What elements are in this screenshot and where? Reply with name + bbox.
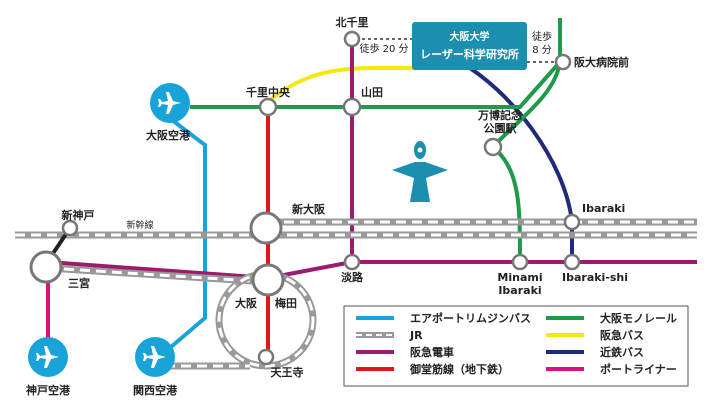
station-banpaku[interactable]	[483, 137, 503, 157]
legend-item: ポートライナー	[546, 362, 677, 376]
label-tennoji: 天王寺	[271, 365, 304, 379]
label-shinkobe: 新神戸	[62, 208, 95, 222]
legend-item: JR	[356, 329, 423, 342]
label-osaka: 大阪	[235, 296, 258, 310]
legend-label: 阪急バス	[600, 328, 644, 342]
station-tennoji[interactable]	[257, 348, 275, 366]
route-hankyu-kyoto	[267, 260, 697, 280]
station-handaibyouinmae[interactable]	[554, 53, 572, 71]
label-airport-itami: 大阪空港	[146, 128, 191, 142]
label-sannomiya: 三宮	[68, 276, 90, 290]
airport-kobe[interactable]	[28, 337, 68, 377]
legend-label: ポートライナー	[600, 362, 677, 376]
tower-of-the-sun-icon	[392, 141, 448, 202]
airplane-icon	[36, 346, 59, 368]
label-senrichuo: 千里中央	[246, 85, 291, 99]
label-handaibyouinmae: 阪大病院前	[574, 55, 629, 69]
legend-item: 大阪モノレール	[546, 311, 677, 325]
destination-callout[interactable]: 大阪大学 レーザー科学研究所	[412, 22, 527, 70]
route-osaka-monorail-curve	[491, 61, 562, 149]
station-osaka-umeda[interactable]	[251, 263, 285, 297]
route-hankyu-kobe	[47, 260, 269, 280]
route-kintetsu-bus	[459, 60, 574, 262]
legend-item: 阪急電車	[356, 345, 454, 359]
label-banpaku-1: 万博記念	[477, 108, 523, 122]
airplane-icon	[143, 346, 166, 368]
route-jr-kobe	[47, 264, 269, 286]
walk-label-kitasenri: 徒歩 20 分	[359, 42, 408, 55]
label-umeda: 梅田	[275, 296, 297, 310]
legend-item: エアポートリムジンバス	[356, 311, 531, 325]
label-airport-kobe: 神戸空港	[26, 383, 71, 397]
callout-line1: 大阪大学	[450, 30, 490, 43]
station-ibaraki[interactable]	[563, 213, 581, 231]
route-hankyu-bus	[266, 66, 420, 104]
airplane-icon	[158, 92, 181, 114]
legend-label: JR	[409, 329, 423, 342]
legend-label: 近鉄バス	[600, 345, 644, 359]
station-kitasenri[interactable]	[343, 30, 361, 48]
station-yamada[interactable]	[342, 97, 362, 117]
callout-line2: レーザー科学研究所	[420, 47, 519, 61]
legend-label: エアポートリムジンバス	[410, 311, 531, 325]
label-shinosaka: 新大阪	[292, 202, 326, 216]
label-minami-ibaraki-1: Minami	[497, 271, 542, 284]
station-ibaraki-shi[interactable]	[563, 253, 581, 271]
legend-item: 近鉄バス	[546, 345, 644, 359]
station-senrichuo[interactable]	[258, 97, 278, 117]
legend-label: 大阪モノレール	[600, 311, 677, 325]
label-awaji: 淡路	[341, 270, 364, 284]
label-banpaku-2: 公園駅	[484, 122, 517, 135]
route-osaka-monorail-south	[491, 145, 522, 263]
label-kitasenri: 北千里	[336, 15, 369, 29]
walk-label-handai-2: 8 分	[532, 44, 552, 56]
station-awaji[interactable]	[343, 253, 361, 271]
label-ibaraki: Ibaraki	[582, 202, 625, 215]
legend-item: 阪急バス	[546, 328, 644, 342]
legend-item: 御堂筋線（地下鉄）	[356, 362, 509, 376]
label-yamada: 山田	[361, 85, 383, 99]
station-sannomiya[interactable]	[29, 250, 63, 284]
legend-label: 御堂筋線（地下鉄）	[409, 362, 509, 376]
airport-kansai[interactable]	[135, 337, 175, 377]
station-shinosaka[interactable]	[249, 211, 283, 245]
walk-label-handai-1: 徒歩	[532, 30, 552, 43]
station-minami-ibaraki[interactable]	[511, 253, 529, 271]
label-minami-ibaraki-2: Ibaraki	[498, 284, 541, 297]
legend-label: 阪急電車	[410, 345, 454, 359]
label-airport-kansai: 関西空港	[133, 383, 178, 397]
station-shinkobe[interactable]	[61, 219, 79, 237]
label-shinkansen: 新幹線	[126, 219, 153, 231]
airport-itami[interactable]	[150, 83, 190, 123]
label-ibaraki-shi: Ibaraki-shi	[562, 271, 628, 284]
